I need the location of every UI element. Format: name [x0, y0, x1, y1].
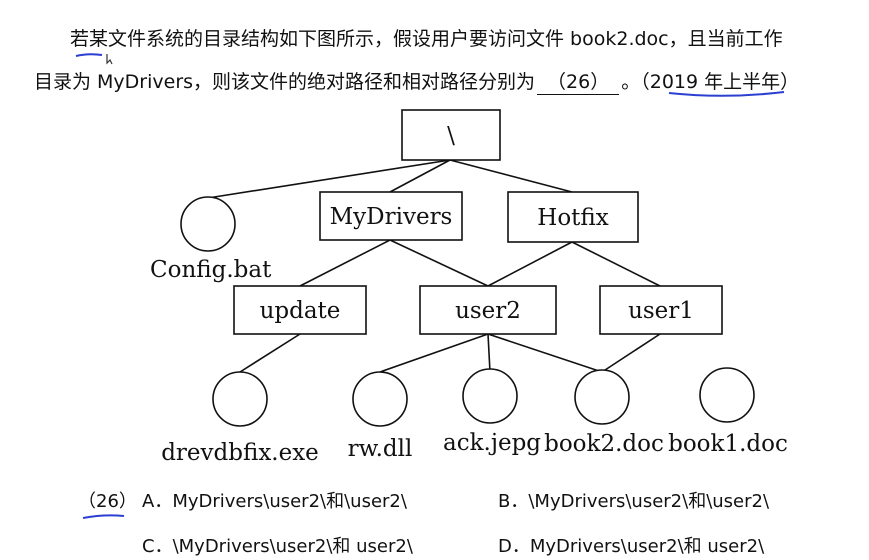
question-text-2: 目录为 MyDrivers，则该文件的绝对路径和相对路径分别为 — [34, 71, 536, 93]
book1-doc-label: book1.doc — [668, 431, 788, 457]
option-question-number: （26） — [78, 491, 137, 512]
option-d: D．MyDrivers\user2\和 user2\ — [498, 536, 765, 557]
user1-label: user1 — [628, 298, 694, 324]
rw-dll-file-node — [352, 371, 408, 427]
ack-jepg-label: ack.jepg — [443, 430, 541, 456]
user1-folder-box — [599, 285, 723, 335]
tree-edges — [207, 159, 661, 373]
book2-doc-label: book2.doc — [544, 431, 664, 457]
annotation-underline-ruo — [75, 53, 113, 65]
rw-dll-label: rw.dll — [348, 436, 413, 462]
mydrivers-label: MyDrivers — [330, 204, 453, 230]
mydrivers-folder-box — [319, 191, 463, 241]
question-line-2: 目录为 MyDrivers，则该文件的绝对路径和相对路径分别为（26）。（201… — [34, 67, 799, 95]
drevdbfix-exe-file-node — [212, 371, 268, 427]
hotfix-folder-box — [507, 191, 639, 243]
config-bat-label: Config.bat — [150, 257, 272, 283]
question-line-1: 若某文件系统的目录结构如下图所示，假设用户要访问文件 book2.doc，且当前… — [70, 24, 783, 51]
question-text-1: 若某文件系统的目录结构如下图所示，假设用户要访问文件 book2.doc，且当前… — [70, 28, 783, 50]
annotation-underline-option — [82, 514, 125, 519]
book2-doc-file-node — [574, 369, 630, 425]
ack-jepg-file-node — [462, 368, 518, 424]
hotfix-label: Hotfix — [537, 205, 608, 231]
user2-label: user2 — [455, 298, 521, 324]
option-b: B．\MyDrivers\user2\和\user2\ — [498, 491, 770, 512]
root-folder-label: \ — [447, 123, 455, 149]
option-a: A．MyDrivers\user2\和\user2\ — [142, 491, 407, 512]
drevdbfix-exe-label: drevdbfix.exe — [161, 440, 319, 466]
question-suffix: 。 — [621, 71, 641, 93]
root-folder-box — [401, 109, 501, 161]
user2-folder-box — [419, 285, 557, 335]
source-tag: （2019 年上半年） — [640, 71, 800, 93]
update-label: update — [260, 298, 341, 324]
answer-blank: （26） — [537, 67, 620, 95]
annotation-underline-source — [668, 91, 785, 97]
book1-doc-file-node — [699, 367, 755, 423]
update-folder-box — [233, 285, 367, 335]
config-bat-file-node — [180, 196, 236, 252]
option-c: C．\MyDrivers\user2\和 user2\ — [142, 536, 413, 557]
